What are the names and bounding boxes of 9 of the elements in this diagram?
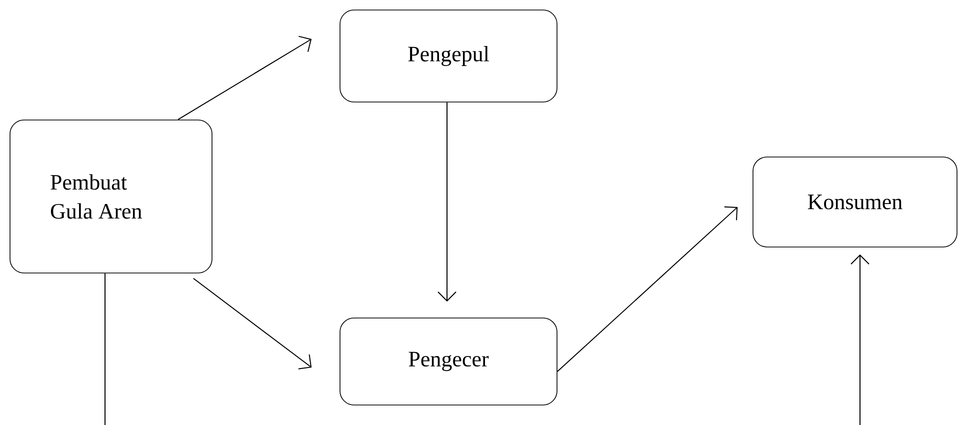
arrow bbox=[850, 254, 870, 425]
process-box: Pengecer bbox=[340, 318, 558, 406]
process-box: Konsumen bbox=[752, 156, 958, 248]
arrow bbox=[192, 278, 312, 370]
arrow bbox=[438, 102, 456, 302]
process-box: Pengepul bbox=[340, 10, 558, 102]
arrow bbox=[178, 36, 312, 120]
arrow bbox=[556, 206, 738, 372]
process-box: Pembuat Gula Aren bbox=[10, 120, 212, 274]
